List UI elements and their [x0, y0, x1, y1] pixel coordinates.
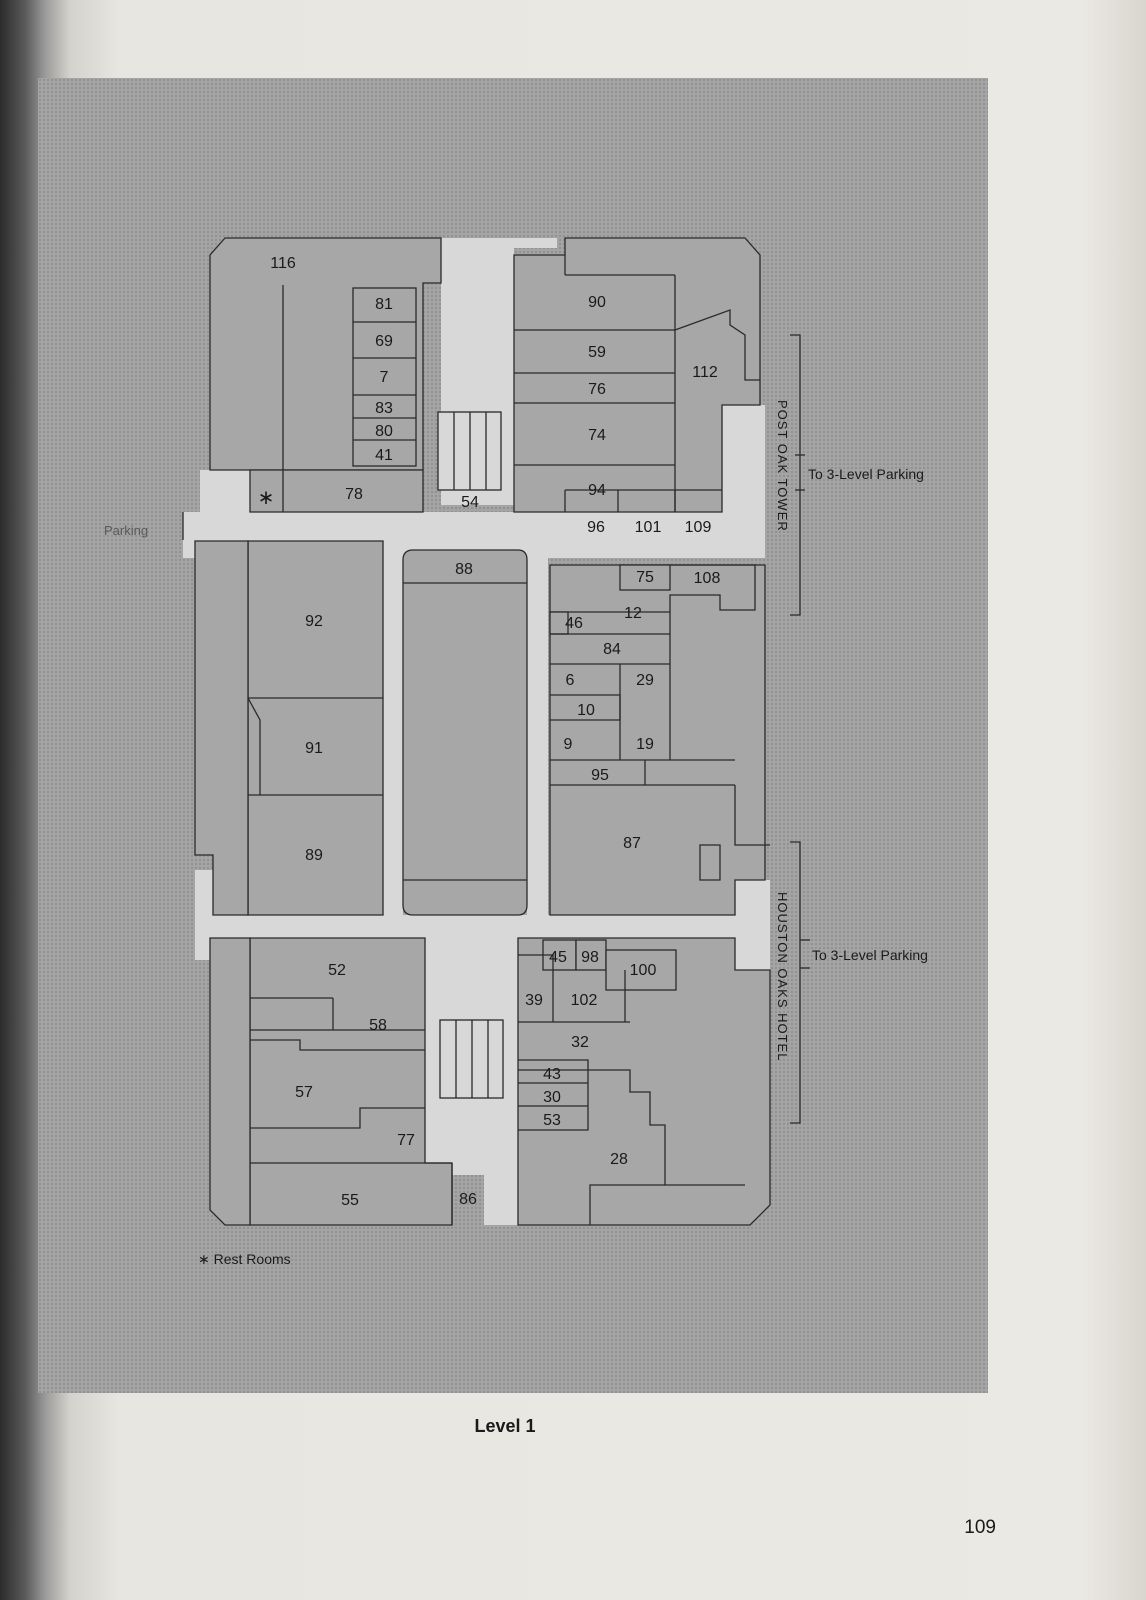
tower-brackets	[790, 334, 810, 1124]
block-east	[549, 564, 766, 916]
store-label: 81	[375, 296, 393, 313]
store-label: 30	[543, 1089, 561, 1106]
store-label: 52	[328, 962, 346, 979]
block-78	[249, 469, 424, 513]
store-label: 91	[305, 740, 323, 757]
west-lower-entry	[195, 870, 213, 960]
store-label: 108	[694, 570, 721, 587]
store-label: 86	[459, 1191, 477, 1208]
store-label: 102	[571, 992, 598, 1009]
store-label: 19	[636, 736, 654, 753]
level-title: Level 1	[474, 1416, 536, 1436]
store-label: 46	[565, 615, 583, 632]
store-label: 75	[636, 569, 654, 586]
post-oak-tower-label: POST OAK TOWER	[775, 400, 790, 532]
store-label: 41	[375, 447, 393, 464]
map-panel: 116 81 69 7 83 80 41 78 54 90 59 76 74 9…	[38, 78, 988, 1393]
partitions	[247, 255, 770, 1225]
lower-east-west-corridor	[195, 915, 735, 938]
store-label: 77	[397, 1132, 415, 1149]
store-label: 7	[380, 369, 389, 386]
store-label: 95	[591, 767, 609, 784]
store-label: 76	[588, 381, 606, 398]
store-label: 43	[543, 1066, 561, 1083]
store-label: 10	[577, 702, 595, 719]
rest-room-marker: ∗	[258, 487, 275, 509]
houston-oaks-hotel-label: HOUSTON OAKS HOTEL	[775, 892, 790, 1061]
store-label: 9	[564, 736, 573, 753]
block-southwest	[249, 937, 453, 1226]
store-label: 58	[369, 1017, 387, 1034]
store-label: 6	[566, 672, 575, 689]
parking-link-top: To 3-Level Parking	[808, 466, 924, 482]
store-label: 74	[588, 427, 606, 444]
rest-rooms-legend: ∗ Rest Rooms	[198, 1251, 291, 1267]
store-label: 45	[549, 949, 567, 966]
store-label: 55	[341, 1192, 359, 1209]
store-label: 28	[610, 1151, 628, 1168]
store-label: 29	[636, 672, 654, 689]
store-label: 32	[571, 1034, 589, 1051]
east-center-corridor	[527, 558, 548, 915]
store-label: 80	[375, 423, 393, 440]
hotel-entry-corridor	[735, 880, 770, 970]
store-label: 84	[603, 641, 621, 658]
store-label: 54	[461, 494, 479, 511]
store-label: 116	[270, 255, 296, 272]
store-label: 53	[543, 1112, 561, 1129]
store-label: 98	[581, 949, 599, 966]
store-label: 83	[375, 400, 393, 417]
store-label: 109	[685, 519, 712, 536]
store-label: 59	[588, 344, 606, 361]
parking-entry-corridor	[200, 470, 250, 512]
store-label: 78	[345, 486, 363, 503]
store-label: 90	[588, 294, 606, 311]
store-label: 94	[588, 482, 606, 499]
store-label: 112	[692, 364, 718, 381]
store-label: 88	[455, 561, 473, 578]
block-west-edge	[194, 540, 249, 916]
block-southwest-edge	[209, 937, 251, 1226]
store-label: 101	[635, 519, 662, 536]
tower-entry-corridor	[722, 405, 765, 512]
store-label: 92	[305, 613, 323, 630]
store-label: 69	[375, 333, 393, 350]
block-center-88	[402, 549, 528, 916]
store-label: 12	[624, 605, 642, 622]
store-label: 89	[305, 847, 323, 864]
parking-link-bottom: To 3-Level Parking	[812, 947, 928, 963]
store-label: 87	[623, 835, 641, 852]
store-label: 96	[587, 519, 605, 536]
block-southeast	[517, 937, 771, 1226]
store-label: 57	[295, 1084, 313, 1101]
page-number: 109	[964, 1517, 996, 1538]
store-label: 39	[525, 992, 543, 1009]
mall-floor-plan: 116 81 69 7 83 80 41 78 54 90 59 76 74 9…	[104, 237, 928, 1267]
parking-label: Parking	[104, 523, 148, 538]
west-center-corridor	[383, 558, 403, 915]
store-labels: 116 81 69 7 83 80 41 78 54 90 59 76 74 9…	[270, 255, 720, 1209]
store-label: 100	[630, 962, 657, 979]
